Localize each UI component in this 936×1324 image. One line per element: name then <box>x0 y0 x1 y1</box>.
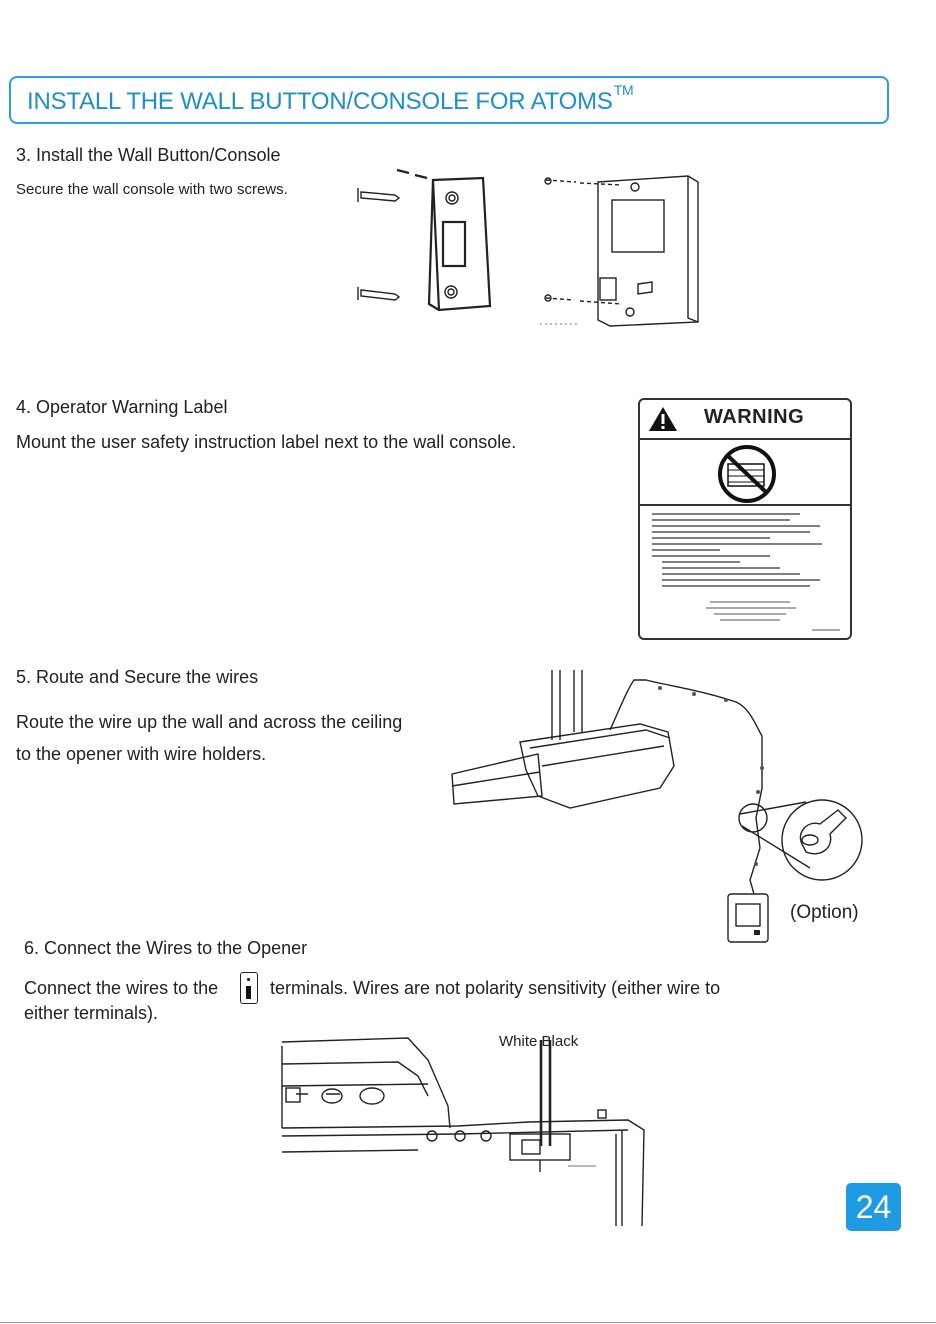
wire-route-illustration <box>451 670 863 943</box>
step6-text-before: Connect the wires to the <box>24 978 219 998</box>
step3-text: Secure the wall console with two screws. <box>16 181 288 198</box>
warning-label-image: WARNING <box>638 398 852 640</box>
option-label: (Option) <box>790 902 859 923</box>
trademark-superscript: TM <box>613 82 634 98</box>
section-title-text: INSTALL THE WALL BUTTON/CONSOLE FOR ATOM… <box>27 88 613 115</box>
warning-heading: WARNING <box>704 406 805 428</box>
terminal-icon-dot <box>247 978 250 981</box>
warning-divider-2 <box>640 504 850 506</box>
step6-text-after: terminals. Wires are not polarity sensit… <box>270 978 721 998</box>
section-header-box <box>9 76 889 124</box>
section-title: INSTALL THE WALL BUTTON/CONSOLE FOR ATOM… <box>27 82 634 116</box>
step4-text: Mount the user safety instruction label … <box>16 432 517 452</box>
step5-text-line2: to the opener with wire holders. <box>16 744 267 764</box>
warning-triangle-icon <box>649 407 677 431</box>
step6-title: 6. Connect the Wires to the Opener <box>24 938 308 958</box>
wire-color-label: White Black <box>499 1033 579 1050</box>
step5-text-line1: Route the wire up the wall and across th… <box>16 712 403 732</box>
page-number-badge: 24 <box>846 1183 901 1231</box>
terminal-icon <box>240 972 258 1004</box>
bottom-rule <box>0 1322 936 1323</box>
step5-title: 5. Route and Secure the wires <box>16 667 259 687</box>
step4-title: 4. Operator Warning Label <box>16 397 228 417</box>
wall-button-illustration <box>357 168 492 312</box>
warning-fine-print <box>652 513 840 631</box>
wall-console-illustration <box>540 175 699 327</box>
terminal-icon-bar <box>246 986 251 999</box>
step6-text-line2: either terminals). <box>24 1003 159 1023</box>
opener-terminals-illustration <box>281 1037 645 1227</box>
step3-title: 3. Install the Wall Button/Console <box>16 145 281 165</box>
warning-divider <box>640 438 850 440</box>
no-child-door-icon <box>718 445 776 503</box>
